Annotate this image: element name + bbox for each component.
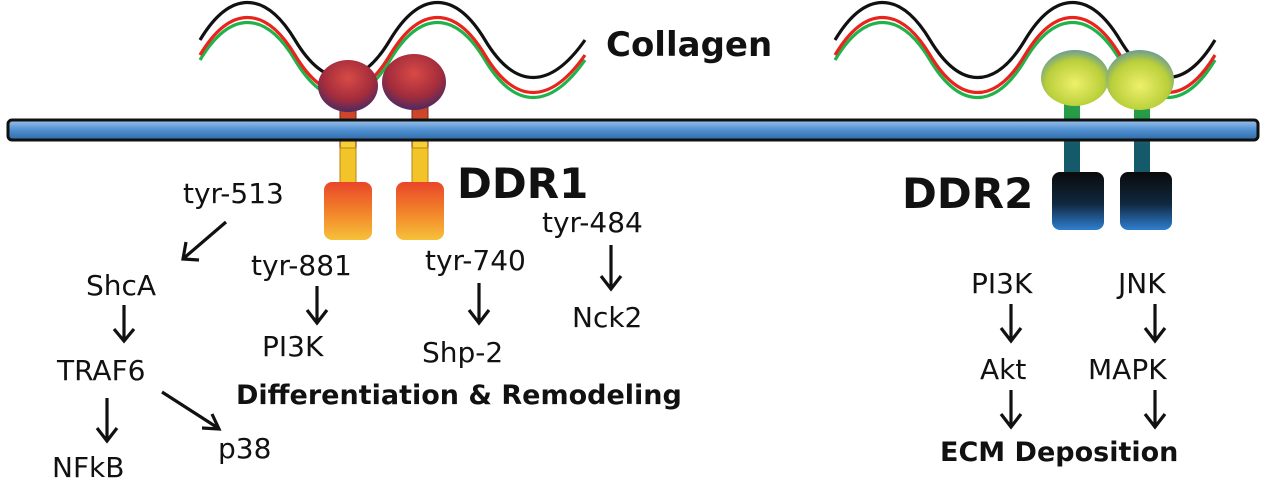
ddr2-label: DDR2 xyxy=(902,169,1033,218)
tyr484-label: tyr-484 xyxy=(542,206,643,239)
pi3k-ddr2-label: PI3K xyxy=(971,267,1033,300)
arrow-mapk-to-ecm xyxy=(1143,390,1167,430)
traf6-label: TRAF6 xyxy=(56,354,146,387)
shp2-label: Shp-2 xyxy=(422,336,503,369)
arrow-tyr740-to-shp2 xyxy=(467,283,491,326)
arrow-tyr513-to-shca xyxy=(181,220,228,262)
akt-label: Akt xyxy=(980,353,1026,386)
tyr513-label: tyr-513 xyxy=(183,177,284,210)
shca-label: ShcA xyxy=(86,269,156,302)
ddr1-receptor-left xyxy=(318,60,378,240)
collagen-label: Collagen xyxy=(606,25,772,65)
arrow-shca-to-traf6 xyxy=(112,305,136,344)
arrow-traf6-to-nfkb xyxy=(95,398,119,444)
jnk-label: JNK xyxy=(1116,267,1166,300)
p38-label: p38 xyxy=(218,432,271,465)
collagen-helix-left xyxy=(198,1,587,99)
arrow-jnk-to-mapk xyxy=(1143,304,1167,344)
arrow-tyr881-to-pi3k xyxy=(305,286,329,326)
ddr2-outcome-label: ECM Deposition xyxy=(940,437,1178,468)
arrow-pi3k-to-akt xyxy=(999,304,1023,344)
nfkb-label: NFkB xyxy=(52,451,124,484)
ddr1-label: DDR1 xyxy=(457,159,588,208)
tyr740-label: tyr-740 xyxy=(425,244,526,277)
arrow-akt-to-ecm xyxy=(999,390,1023,430)
tyr881-label: tyr-881 xyxy=(251,249,352,282)
mapk-label: MAPK xyxy=(1088,353,1167,386)
arrow-traf6-to-p38 xyxy=(161,390,222,431)
cell-membrane xyxy=(6,118,1260,142)
nck2-label: Nck2 xyxy=(572,301,642,334)
arrow-tyr484-to-nck2 xyxy=(599,245,623,292)
ddr1-outcome-label: Differentiation & Remodeling xyxy=(236,380,682,411)
ddr1-receptor-right xyxy=(382,54,446,240)
pi3k-ddr1-label: PI3K xyxy=(262,330,324,363)
